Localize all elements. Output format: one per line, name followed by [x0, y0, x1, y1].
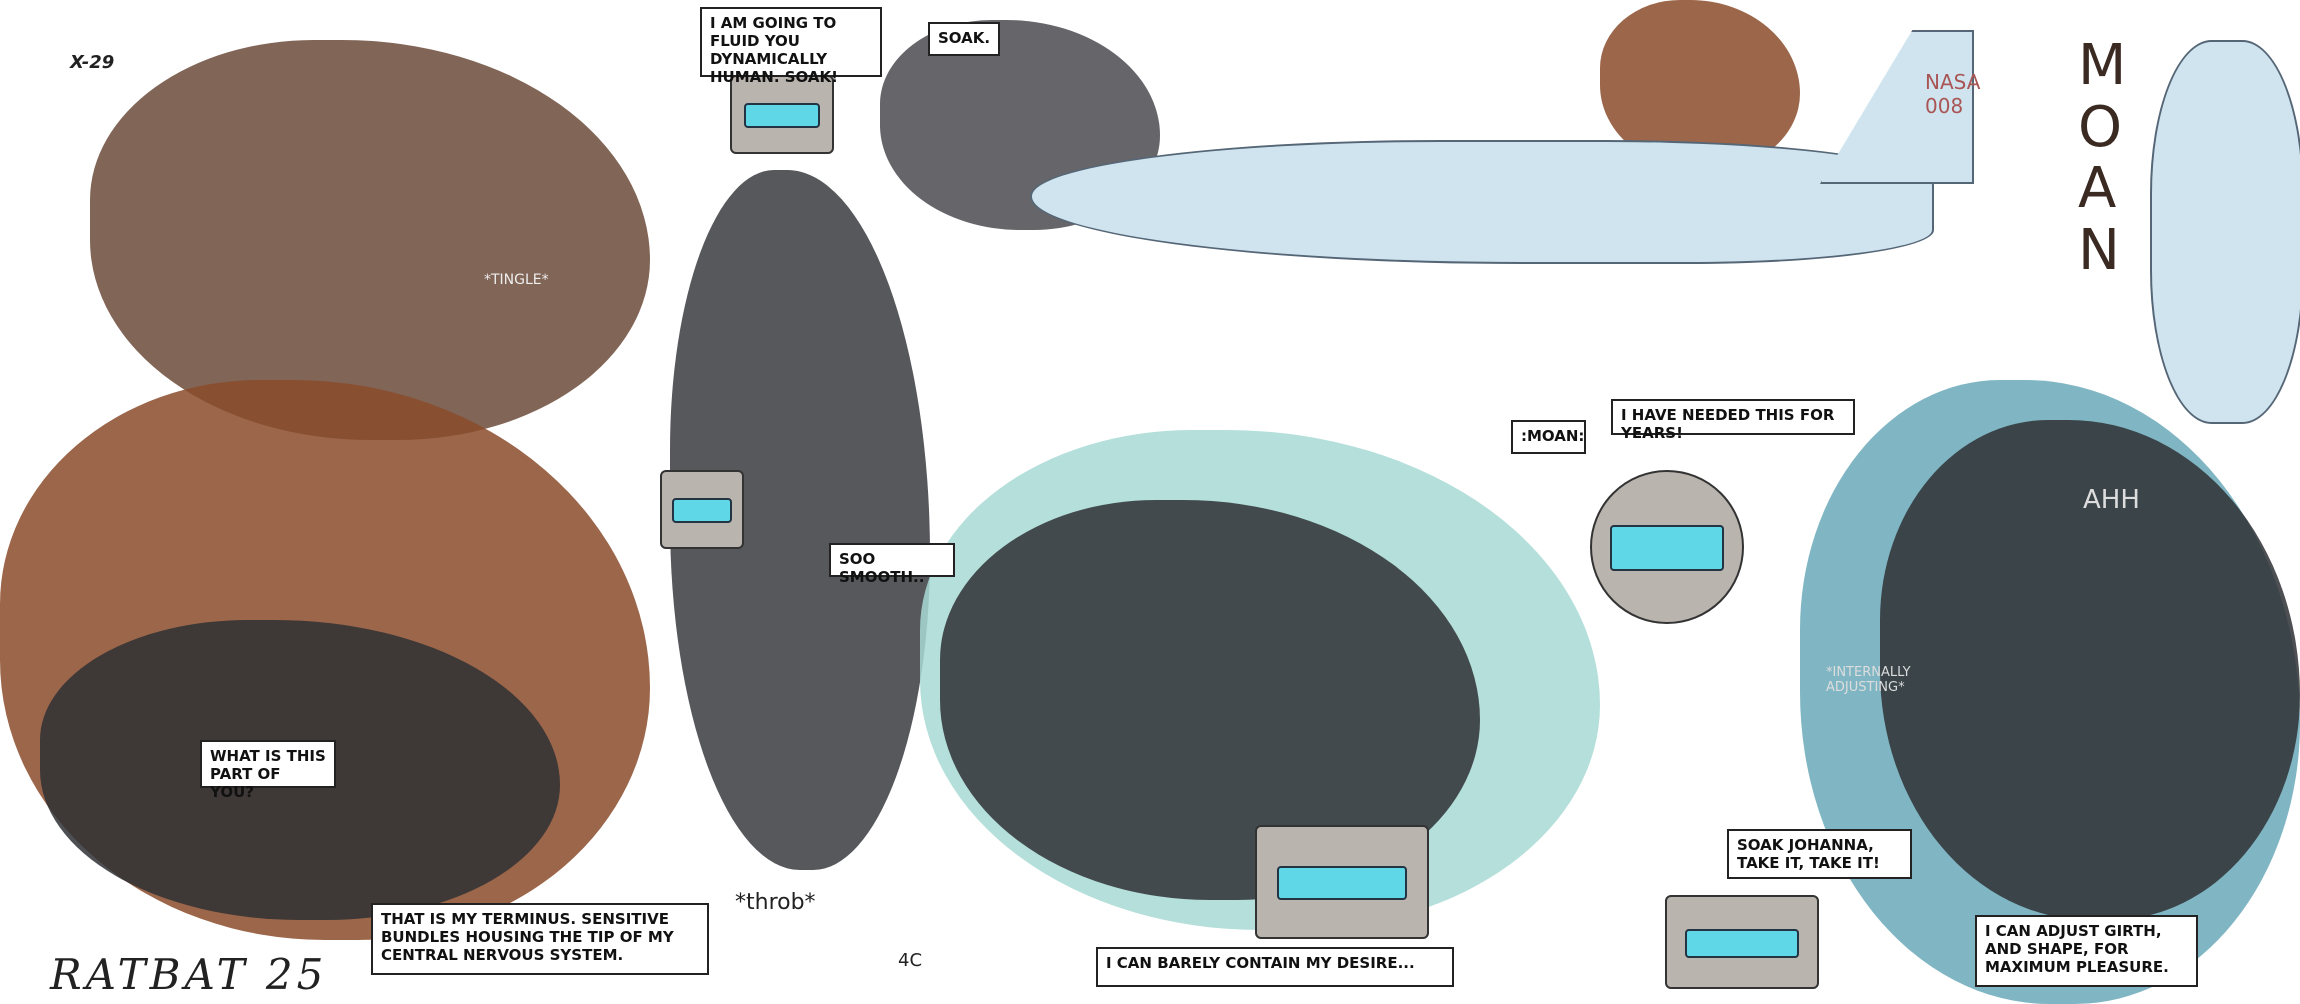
artist-signature: RATBAT 25 [50, 950, 328, 999]
jet-right-illustration [2150, 40, 2300, 424]
robot-visor-icon [1685, 928, 1799, 958]
speech-bubble-needed: I have needed this for years! [1611, 399, 1855, 442]
speech-bubble-adjust: I can adjust girth, and shape, for maxim… [1975, 915, 2198, 987]
sfx-ahh: AHH [2083, 485, 2140, 515]
robot-visor-icon [671, 498, 733, 524]
speech-bubble-moan: :MOAN: [1511, 420, 1586, 454]
art-panel-left-top [90, 40, 650, 440]
sfx-tingle: *TINGLE* [484, 272, 549, 288]
robot-visor-icon [744, 103, 820, 129]
robot-face [660, 470, 744, 549]
jet-tail-marking: NASA 008 [1925, 70, 1981, 118]
art-panel-right-dark [1880, 420, 2300, 920]
page-number: 4C [898, 950, 923, 971]
robot-face [1665, 895, 1819, 989]
speech-bubble-desire: I can barely contain my desire... [1096, 947, 1454, 987]
speech-bubble-soak: Soak. [928, 22, 1000, 56]
robot-face [1255, 825, 1429, 939]
robot-visor-icon [1277, 865, 1407, 901]
sfx-moan-vertical: MOAN [2078, 33, 2127, 283]
robot-face [1590, 470, 1744, 624]
speech-bubble-what-part: What is this part of you? [200, 740, 336, 801]
page-label: X-29 [70, 52, 115, 73]
caption-terminus: That is my terminus. Sensitive bundles h… [371, 903, 709, 975]
sfx-adjusting: *INTERNALLY ADJUSTING* [1826, 665, 1911, 695]
jet-illustration [1030, 140, 1934, 264]
speech-bubble-fluid: I am going to fluid you dynamically huma… [700, 7, 882, 86]
robot-face [730, 75, 834, 154]
robot-visor-icon [1610, 524, 1724, 571]
speech-bubble-soak-johanna: Soak Johanna, take it, take it! [1727, 829, 1912, 879]
sfx-throb: *throb* [735, 890, 816, 915]
speech-bubble-smooth: Soo smooth.. [829, 543, 955, 586]
